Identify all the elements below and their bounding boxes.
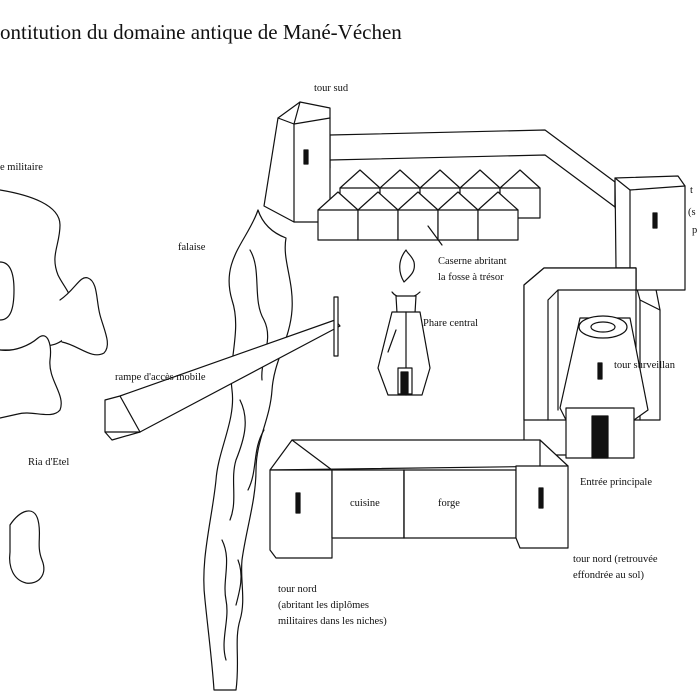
label-entree: Entrée principale	[580, 477, 653, 488]
label-tour-surveillance: tour surveillan	[614, 360, 675, 371]
phare-central	[377, 249, 431, 396]
barracks-row	[317, 169, 541, 241]
label-cuisine: cuisine	[350, 498, 380, 509]
label-tour-sud: tour sud	[314, 83, 349, 94]
rampe-acces	[104, 296, 341, 441]
label-caserne-1: Caserne abritant	[438, 256, 507, 267]
landform-round	[0, 261, 15, 321]
phare-flame	[399, 249, 415, 283]
landform-lower	[0, 335, 62, 419]
tour-sud-window	[303, 149, 309, 165]
tour-surveillance-block	[523, 267, 649, 459]
cliff-crease-4	[247, 429, 265, 491]
label-edge-p: p	[692, 225, 698, 236]
tour-surveillance-window	[597, 362, 603, 380]
rampe-deck	[104, 319, 341, 441]
tour-surveillance-top	[578, 315, 628, 339]
phare-body	[377, 311, 431, 396]
barrack-house	[477, 191, 519, 241]
label-tour-nord-left-3: militaires dans les niches)	[278, 616, 387, 627]
leader-caserne	[427, 225, 443, 246]
label-tour-nord-right-1: tour nord (retrouvée	[573, 554, 658, 565]
label-tour-nord-left-2: (abritant les diplômes	[278, 600, 369, 611]
label-forge: forge	[438, 498, 460, 509]
cliff	[203, 209, 293, 691]
north-range	[269, 439, 569, 559]
label-phare: Phare central	[423, 318, 479, 329]
left-landforms	[0, 189, 108, 584]
tour-nord-left-window	[295, 492, 301, 514]
landform-peninsula	[59, 277, 108, 356]
cliff-crease-2	[229, 399, 246, 521]
tour-nord-left	[269, 469, 333, 559]
forge-block	[403, 469, 517, 539]
label-tour-nord-right-2: effondrée au sol)	[573, 570, 644, 581]
label-militaire: e militaire	[0, 162, 43, 173]
label-falaise: falaise	[178, 242, 206, 253]
rampe-post	[333, 296, 339, 357]
tour-sud	[263, 101, 331, 223]
tour-est-window	[652, 212, 658, 229]
cliff-crease-3	[221, 539, 228, 661]
landform-south	[9, 510, 45, 584]
tour-nord-right-window	[538, 487, 544, 509]
landform-upper	[0, 189, 74, 351]
cuisine-block	[331, 469, 405, 539]
label-caserne-2: la fosse à trésor	[438, 272, 504, 283]
label-edge-s: (s	[688, 207, 696, 218]
label-tour-nord-left-1: tour nord	[278, 584, 317, 595]
label-edge-t: t	[690, 185, 693, 196]
entree-principale-door	[591, 415, 609, 459]
diagram-title: ontitution du domaine antique de Mané-Vé…	[0, 20, 402, 44]
cliff-crease-5	[235, 559, 242, 606]
label-ria: Ria d'Etel	[28, 457, 70, 468]
label-rampe: rampe d'accès mobile	[115, 372, 206, 383]
